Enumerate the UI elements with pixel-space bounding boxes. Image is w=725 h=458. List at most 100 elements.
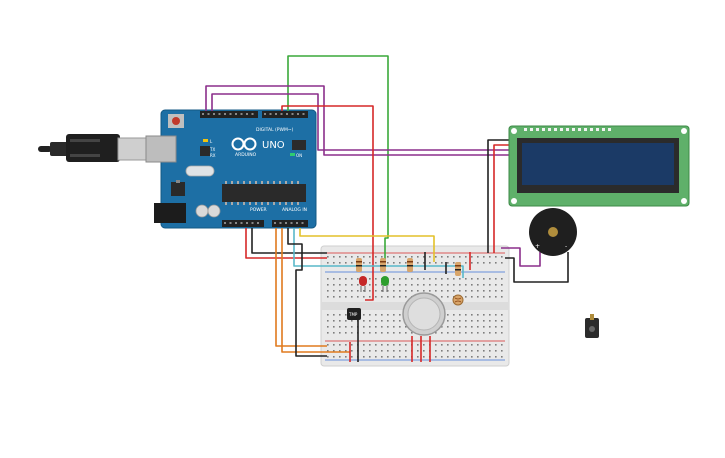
pin-hole xyxy=(357,256,359,258)
pin-hole xyxy=(237,202,239,205)
pin-hole xyxy=(369,344,371,346)
pin-hole xyxy=(411,278,413,280)
pin-hole xyxy=(351,326,353,328)
pin-hole xyxy=(345,344,347,346)
pin-hole xyxy=(471,296,473,298)
pin-hole xyxy=(387,256,389,258)
lcd-screen xyxy=(522,143,674,185)
wire-red-lcd[interactable] xyxy=(493,144,512,253)
resistor-1[interactable] xyxy=(356,258,362,272)
pin-hole xyxy=(375,326,377,328)
wire-black-gnd-top[interactable] xyxy=(251,228,327,254)
pin-hole xyxy=(524,128,527,131)
pin-hole xyxy=(345,284,347,286)
resistor-3[interactable] xyxy=(407,258,413,272)
pin-hole xyxy=(333,262,335,264)
pin-hole xyxy=(291,181,293,184)
pin-hole xyxy=(495,320,497,322)
pin-hole xyxy=(423,350,425,352)
digital-header-left xyxy=(200,111,258,118)
pin-hole xyxy=(381,320,383,322)
pin-hole xyxy=(459,284,461,286)
wire-black-buzzer[interactable] xyxy=(505,252,569,283)
pin-hole xyxy=(327,356,329,358)
pin-hole xyxy=(441,326,443,328)
pin-hole xyxy=(345,278,347,280)
pin-hole xyxy=(387,350,389,352)
arduino-uno-board[interactable]: DIGITAL (PWM~) ARDUINO UNO L TX RX ON xyxy=(145,109,317,229)
pin-hole xyxy=(363,290,365,292)
pin-hole xyxy=(231,202,233,205)
pin-hole xyxy=(399,314,401,316)
pin-hole xyxy=(357,284,359,286)
usb-port xyxy=(145,135,177,163)
pin-hole xyxy=(477,290,479,292)
pin-hole xyxy=(375,350,377,352)
pin-hole xyxy=(453,320,455,322)
pin-hole xyxy=(297,181,299,184)
resistor-4[interactable] xyxy=(455,262,461,276)
wire-red-5v[interactable] xyxy=(245,228,327,259)
pin-hole xyxy=(447,356,449,358)
pin-hole xyxy=(501,284,503,286)
wire-yellow[interactable] xyxy=(299,228,435,262)
pin-hole xyxy=(246,222,248,224)
pin-hole xyxy=(339,284,341,286)
pin-hole xyxy=(339,350,341,352)
pin-hole xyxy=(423,356,425,358)
wire-purple-buzzer[interactable] xyxy=(501,247,541,267)
wire-purple-lcd-b[interactable] xyxy=(211,93,512,151)
on-led-label: ON xyxy=(296,153,302,158)
pin-hole xyxy=(285,202,287,205)
pin-hole xyxy=(207,113,210,115)
piezo-buzzer[interactable]: + - xyxy=(529,208,577,256)
pin-hole xyxy=(363,350,365,352)
pin-hole xyxy=(229,222,232,224)
pin-hole xyxy=(363,356,365,358)
wire-orange-a[interactable] xyxy=(275,228,327,347)
pin-hole xyxy=(375,296,377,298)
pin-hole xyxy=(495,344,497,346)
pin-hole xyxy=(417,290,419,292)
pin-hole xyxy=(465,350,467,352)
pin-hole xyxy=(483,332,485,334)
wire-green[interactable] xyxy=(287,55,389,262)
temperature-sensor[interactable]: TMP xyxy=(347,308,361,320)
pin-hole xyxy=(399,290,401,292)
pin-hole xyxy=(399,332,401,334)
red-led[interactable] xyxy=(359,276,367,292)
pin-hole xyxy=(405,350,407,352)
photoresistor[interactable] xyxy=(452,294,464,306)
pin-hole xyxy=(602,128,605,131)
pin-hole xyxy=(345,332,347,334)
resistor-2[interactable] xyxy=(380,258,386,272)
pin-hole xyxy=(501,290,503,292)
pin-hole xyxy=(381,314,383,316)
pin-hole xyxy=(483,284,485,286)
wire-purple-lcd-a[interactable] xyxy=(205,85,512,156)
pin-hole xyxy=(471,256,473,258)
wire-red-led[interactable] xyxy=(281,105,374,301)
reset-button[interactable] xyxy=(172,117,180,125)
pin-hole xyxy=(237,181,239,184)
green-led[interactable] xyxy=(381,276,389,292)
wire-black-lcd[interactable] xyxy=(487,139,512,253)
pin-hole xyxy=(453,262,455,264)
pin-hole xyxy=(375,284,377,286)
pin-hole xyxy=(453,326,455,328)
wire-orange-b[interactable] xyxy=(281,228,350,353)
pin-hole xyxy=(339,296,341,298)
lcd-display[interactable] xyxy=(508,125,690,207)
pin-hole xyxy=(333,256,335,258)
pin-hole xyxy=(225,181,227,184)
pin-hole xyxy=(255,181,257,184)
pin-hole xyxy=(447,284,449,286)
pin-hole xyxy=(477,262,479,264)
wire-cyan[interactable] xyxy=(293,228,464,278)
pin-hole xyxy=(459,314,461,316)
pin-hole xyxy=(351,320,353,322)
loose-sensor-module[interactable] xyxy=(585,314,599,338)
gas-sensor[interactable] xyxy=(402,292,446,336)
usb-cable[interactable] xyxy=(38,134,147,162)
wire-black-sensor[interactable] xyxy=(287,228,327,357)
